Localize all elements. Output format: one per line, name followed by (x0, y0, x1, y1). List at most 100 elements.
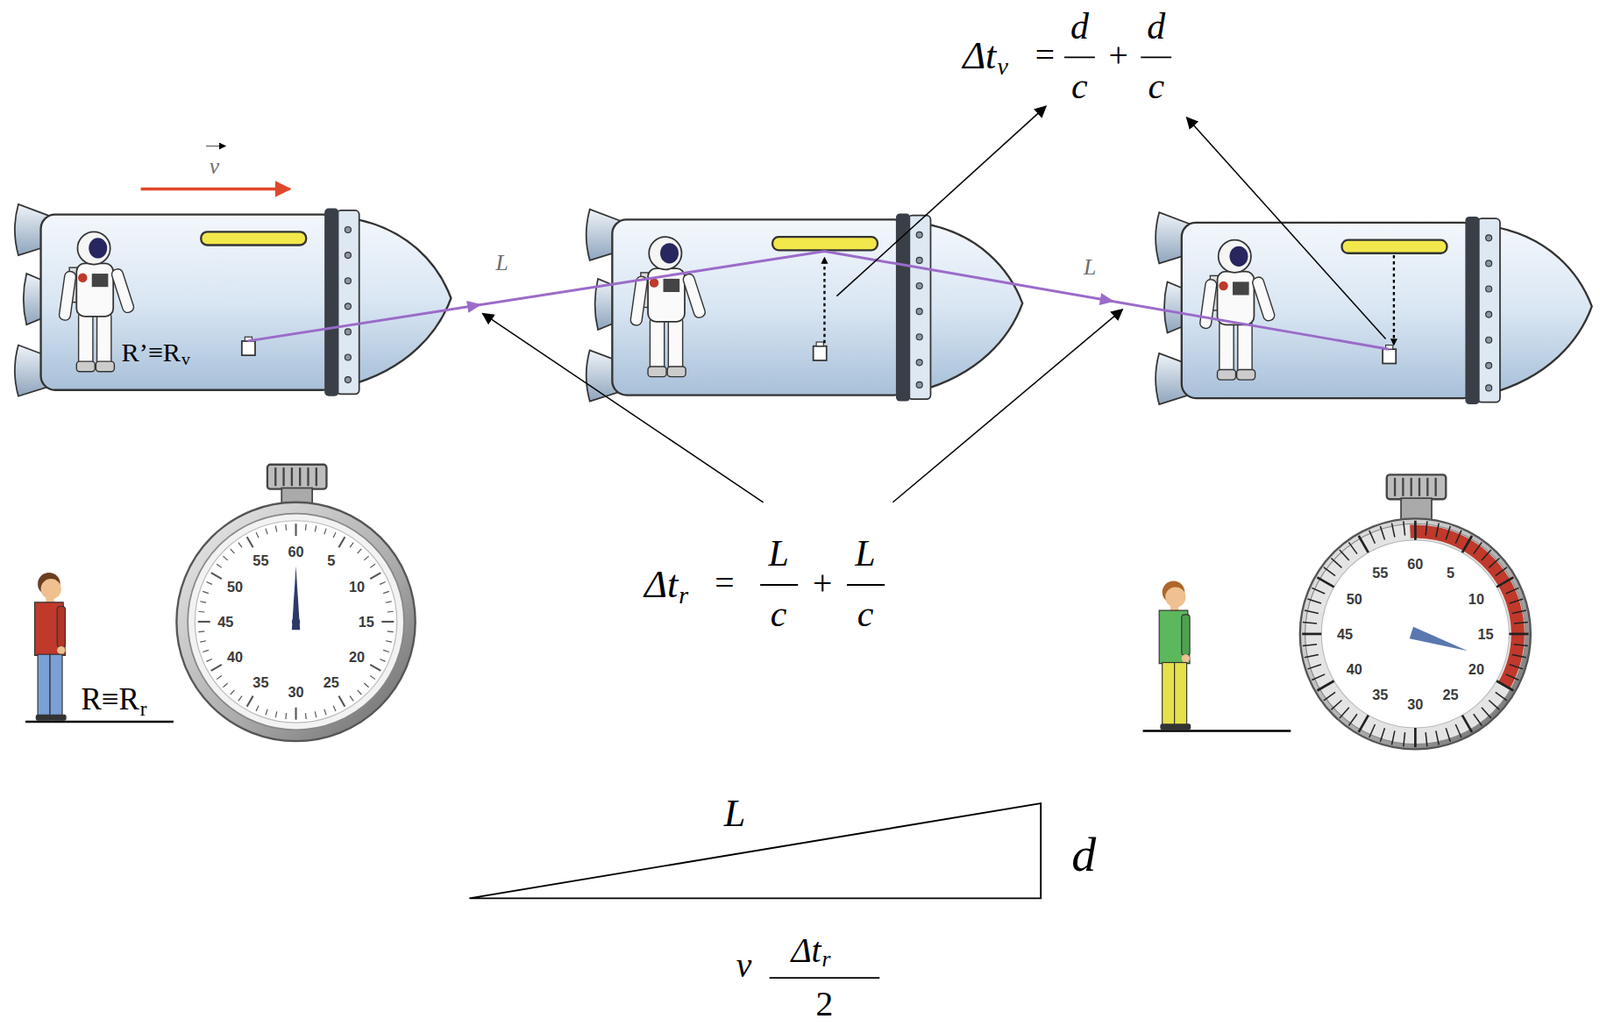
tick-mark (1307, 664, 1321, 669)
equals-sign: = (1035, 38, 1055, 74)
observer (49, 654, 63, 717)
fraction-numerator: L (768, 535, 789, 573)
stopwatch (282, 467, 285, 486)
rocket (586, 209, 1024, 402)
dial-number: 35 (1372, 687, 1388, 702)
dial-number: 60 (1407, 555, 1423, 570)
tick-mark (349, 696, 354, 702)
observer (41, 578, 62, 599)
tick-mark (230, 689, 235, 695)
tick-mark (198, 630, 205, 633)
tick-mark (238, 696, 242, 702)
tick-mark (305, 524, 307, 531)
tick-mark (1358, 715, 1369, 733)
tick-mark (247, 696, 254, 707)
tick-mark (333, 532, 336, 538)
dial-number: 45 (1336, 626, 1353, 641)
tick-mark (381, 620, 394, 623)
tick-mark (206, 659, 212, 662)
fraction-numerator: d (1146, 8, 1166, 46)
fraction-numerator: L (854, 535, 875, 573)
stopwatch (1401, 477, 1404, 497)
stopwatch (1386, 474, 1447, 499)
tick-mark (1455, 530, 1462, 544)
leader-line (483, 106, 1387, 503)
observer (49, 714, 67, 721)
tick-mark (1339, 707, 1350, 719)
stopwatch (306, 467, 309, 486)
tick-mark (385, 601, 392, 603)
plus-sign: + (812, 566, 832, 602)
tick-mark (383, 649, 390, 652)
tick-mark (216, 675, 222, 680)
observer (56, 646, 65, 655)
tick-mark (1414, 727, 1417, 747)
tick-mark (1316, 576, 1334, 587)
observer (35, 714, 53, 721)
time-subscript: v (996, 54, 1008, 79)
stopwatch (267, 464, 328, 490)
tick-mark (314, 711, 316, 718)
fraction-denominator: 2 (816, 988, 834, 1024)
tick-mark (305, 712, 307, 719)
tick-mark (1311, 587, 1325, 594)
dial-number: 55 (252, 553, 269, 568)
stopwatch (1410, 477, 1413, 497)
tick-mark (256, 705, 259, 712)
frame-subscript: r (140, 698, 148, 719)
tick-mark (1509, 598, 1523, 604)
observer (37, 654, 50, 717)
dial-number: 5 (1446, 565, 1455, 580)
elapsed-arc (1409, 524, 1525, 689)
tick-mark (1455, 724, 1462, 738)
geometry-triangle (469, 803, 1041, 898)
tick-mark (1512, 654, 1527, 657)
tick-mark (369, 563, 376, 568)
observer (56, 605, 65, 648)
stopwatch (298, 467, 301, 486)
tick-mark (198, 620, 211, 623)
velocity-arrow (141, 187, 291, 191)
dial-number: 50 (227, 579, 243, 594)
stopwatch (274, 467, 277, 486)
tick-mark (284, 524, 287, 531)
dial-number: 45 (217, 614, 234, 629)
tick-mark (275, 711, 277, 718)
tick-mark (265, 709, 268, 716)
light-path (248, 250, 1389, 349)
watch-pin (1411, 629, 1420, 638)
fraction-bar (846, 583, 885, 586)
tick-mark (1323, 691, 1336, 701)
tick-mark (1436, 730, 1439, 745)
vertical-light-arrow (823, 256, 825, 343)
tick-mark (1425, 732, 1428, 747)
vertical-light-arrow (1393, 255, 1395, 345)
tick-mark (265, 528, 268, 535)
stopwatch (315, 467, 318, 486)
side-label: d (1071, 830, 1096, 880)
tick-mark (363, 555, 369, 561)
tick-mark (222, 555, 228, 561)
tick-mark (1508, 632, 1529, 636)
tick-mark (1311, 674, 1325, 681)
dial-number: 15 (1478, 626, 1494, 641)
tick-mark (1403, 520, 1406, 535)
frame-label: R≡R (81, 684, 140, 716)
tick-mark (230, 548, 235, 554)
tick-mark (1481, 549, 1492, 561)
watch-hand (291, 566, 300, 630)
time-subscript: r (678, 583, 689, 608)
tick-mark (294, 523, 297, 536)
stopwatch (1418, 477, 1421, 497)
tick-mark (1495, 567, 1508, 576)
leader-line (483, 312, 764, 502)
leader-line (892, 309, 1123, 503)
tick-mark (1481, 707, 1492, 719)
tick-mark (1369, 530, 1376, 544)
observer (1181, 614, 1190, 656)
tick-mark (369, 572, 381, 579)
observer (1143, 729, 1292, 732)
time-subscript: r (822, 947, 832, 971)
tick-mark (1473, 713, 1483, 726)
dial-number: 5 (327, 553, 335, 568)
